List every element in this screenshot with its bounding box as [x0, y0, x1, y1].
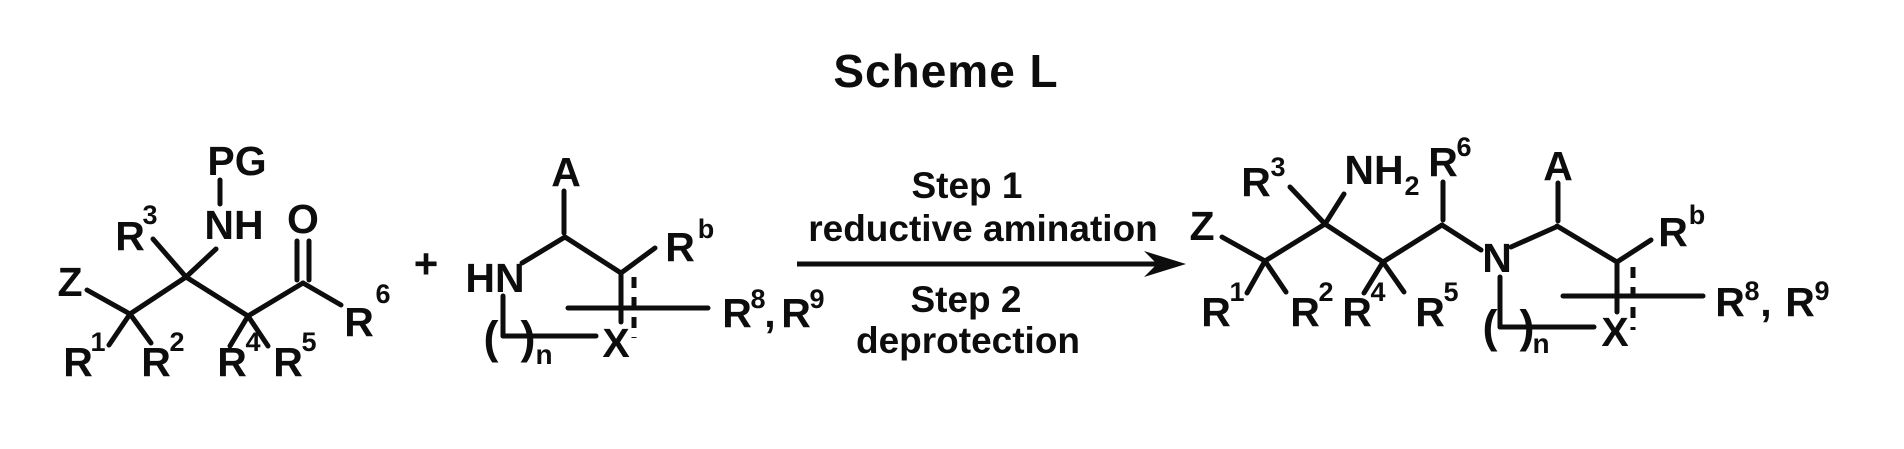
r6-base: R: [344, 299, 374, 345]
comma: ,: [764, 290, 775, 336]
r1-sup: 1: [1229, 277, 1244, 307]
x-label: X: [602, 320, 629, 366]
bond: [1244, 258, 1268, 296]
r2-base: R: [1290, 289, 1320, 335]
r3-base: R: [1241, 159, 1271, 205]
paren-close: ): [1520, 301, 1535, 352]
a-label: A: [551, 149, 581, 195]
bond: [300, 280, 344, 308]
bond: [227, 313, 251, 349]
bond: [127, 311, 154, 346]
arrow-label-step2: Step 2: [910, 279, 1022, 320]
reaction-arrow-head: [1144, 251, 1186, 277]
bond: [1554, 223, 1620, 265]
r5-base: R: [1415, 289, 1445, 335]
r3-base: R: [115, 213, 145, 259]
bond: [1219, 234, 1268, 264]
r3-sup: 3: [142, 200, 157, 230]
r6-sup: 6: [1456, 132, 1471, 162]
r2-base: R: [141, 339, 171, 385]
r1-sup: 1: [90, 327, 105, 357]
ring-size-n: n: [535, 339, 552, 370]
rb-base: R: [665, 224, 695, 270]
bond: [183, 274, 251, 319]
r6-base: R: [1428, 139, 1458, 185]
bond: [183, 246, 219, 280]
bond: [1262, 258, 1289, 295]
r5-sup: 5: [301, 327, 316, 357]
hn-label: HN: [465, 255, 524, 301]
r2-sup: 2: [169, 327, 184, 357]
bond: [150, 236, 189, 280]
r8-sup: 8: [750, 284, 765, 314]
ring-n-label: N: [1482, 235, 1512, 281]
r8-base: R: [1715, 279, 1745, 325]
bond: [106, 311, 133, 348]
paren-close: ): [521, 312, 536, 363]
bond: [127, 274, 189, 317]
bond: [1322, 221, 1386, 265]
scheme-title: Scheme L: [833, 45, 1059, 97]
nh2-sub: 2: [1404, 171, 1419, 201]
paren-open: (: [1483, 301, 1498, 352]
bond: [245, 313, 271, 349]
rb-sup: b: [698, 214, 715, 244]
z-label: Z: [57, 259, 82, 305]
arrow-label-reductive-amination: reductive amination: [808, 208, 1158, 249]
r8-base: R: [722, 290, 752, 336]
rb-base: R: [1658, 209, 1688, 255]
r9-sup: 9: [1814, 276, 1829, 306]
r4-sup: 4: [1370, 277, 1385, 307]
bond: [519, 234, 568, 266]
ring-size-n: n: [1532, 328, 1549, 359]
bond: [245, 280, 306, 319]
bond: [1614, 237, 1654, 265]
bond: [1380, 222, 1445, 265]
bond: [1287, 184, 1328, 227]
bond: [1380, 259, 1407, 295]
r9-sup: 9: [809, 284, 824, 314]
r5-sup: 5: [1443, 277, 1458, 307]
r5-base: R: [273, 339, 303, 385]
z-label: Z: [1189, 203, 1214, 249]
r1-base: R: [1201, 289, 1231, 335]
rb-sup: b: [1689, 200, 1706, 230]
r2-sup: 2: [1318, 277, 1333, 307]
bond: [1322, 191, 1347, 227]
paren-open: (: [484, 312, 499, 363]
bond: [562, 234, 624, 276]
plus-sign: +: [413, 240, 439, 287]
r4-base: R: [217, 339, 247, 385]
carbonyl-o-label: O: [287, 196, 319, 242]
r4-sup: 4: [245, 327, 260, 357]
bond: [618, 245, 658, 276]
r9-base: R: [781, 290, 811, 336]
arrow-label-step1: Step 1: [911, 165, 1023, 206]
bond: [84, 287, 133, 317]
comma: ,: [1760, 279, 1771, 325]
a-label: A: [1543, 143, 1573, 189]
arrow-label-deprotection: deprotection: [855, 320, 1081, 361]
r3-sup: 3: [1270, 152, 1285, 182]
nh-label: NH: [204, 202, 263, 248]
nh2-base: NH: [1344, 147, 1403, 193]
r1-base: R: [63, 339, 93, 385]
r4-base: R: [1342, 289, 1372, 335]
bond: [1262, 221, 1328, 264]
r6-sup: 6: [375, 279, 390, 309]
bond: [1361, 259, 1386, 296]
bond: [1508, 224, 1559, 250]
pg-label: PG: [207, 138, 266, 184]
r9-base: R: [1785, 279, 1815, 325]
r8-sup: 8: [1744, 276, 1759, 306]
x-label: X: [1601, 309, 1628, 355]
bond: [1439, 222, 1484, 253]
